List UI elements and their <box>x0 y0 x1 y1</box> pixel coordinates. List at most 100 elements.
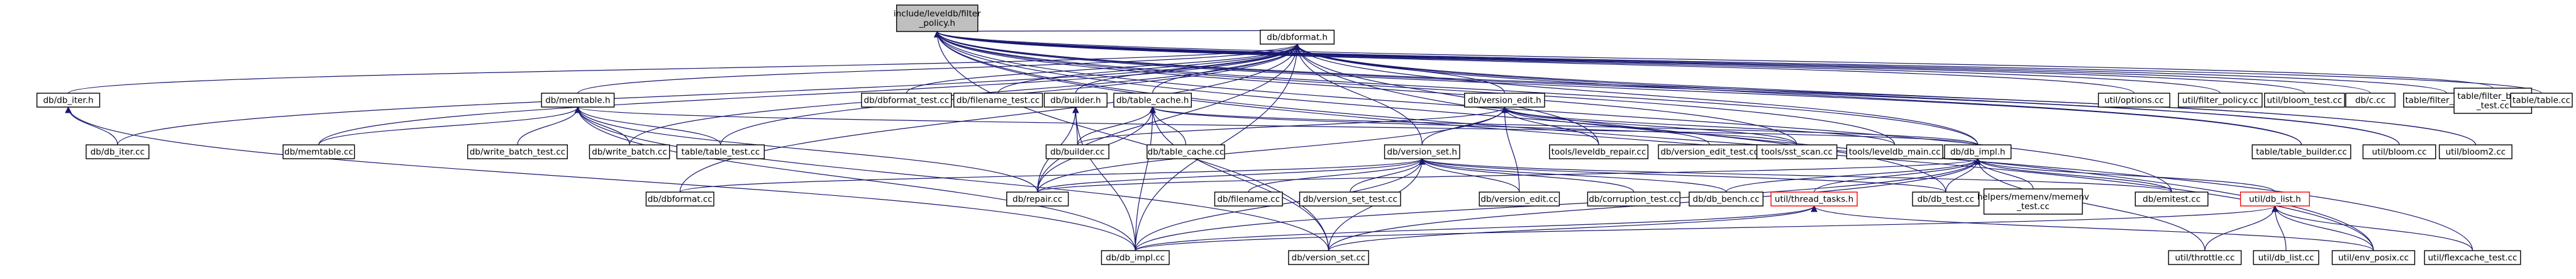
node-env-posix-cc[interactable]: util/env_posix.cc <box>2331 250 2416 265</box>
node-leveldb-repair-cc[interactable]: tools/leveldb_repair.cc <box>1549 144 1649 159</box>
node-filter-policy-cc[interactable]: util/filter_policy.cc <box>2178 93 2263 108</box>
node-label: tools/leveldb_main.cc <box>1849 147 1941 157</box>
edge-table_cache_h-to-version_set_cc <box>1149 106 1330 251</box>
node-flexcache-test-cc[interactable]: util/flexcache_test.cc <box>2424 250 2521 265</box>
node-dbformat-cc[interactable]: db/dbformat.cc <box>645 191 714 207</box>
node-memtable-h[interactable]: db/memtable.h <box>541 93 615 108</box>
node-db-bench-cc[interactable]: db/db_bench.cc <box>1689 191 1764 207</box>
node-label: db/write_batch_test.cc <box>470 147 565 157</box>
edge-root-to-dbformat_h <box>936 24 1298 32</box>
edge-version_edit_h-to-leveldb_main_cc <box>1501 106 1896 145</box>
edge-dbformat_h-to-repair_cc <box>1037 43 1301 193</box>
edge-table_cache_h-to-db_impl_cc <box>1135 106 1157 251</box>
node-memenv-test-cc[interactable]: helpers/memenv/memenv_test.cc <box>1977 188 2089 215</box>
edge-db_impl_h-to-throttle_cc <box>1974 157 2206 251</box>
edge-builder_h-to-db_impl_cc <box>1072 106 1136 251</box>
node-label: include/leveldb/filter <box>894 9 981 19</box>
edge-thread_tasks_h-to-db_impl_cc <box>1135 205 1818 251</box>
node-label: db/version_edit.h <box>1468 96 1541 106</box>
node-db-test-cc[interactable]: db/db_test.cc <box>1912 191 1980 207</box>
edge-dbformat_h-to-dbformat_cc <box>679 43 1301 193</box>
edge-db_iter_h-to-db_impl_cc <box>65 106 1136 251</box>
node-label: util/flexcache_test.cc <box>2428 253 2517 263</box>
node-db-iter-cc[interactable]: db/db_iter.cc <box>86 144 150 159</box>
node-table-builder-cc[interactable]: table/table_builder.cc <box>2251 144 2351 159</box>
node-repair-cc[interactable]: db/repair.cc <box>1006 191 1069 207</box>
edge-db_impl_h-to-db_bench_cc <box>1726 157 1982 193</box>
node-box <box>1260 30 1335 45</box>
node-label: util/thread_tasks.h <box>1775 195 1853 205</box>
node-db-impl-cc[interactable]: db/db_impl.cc <box>1101 250 1170 265</box>
node-sst-scan-cc[interactable]: tools/sst_scan.cc <box>1756 144 1838 159</box>
node-table-cache-h[interactable]: db/table_cache.h <box>1113 93 1192 108</box>
edge-version_set_h-to-repair_cc <box>1037 157 1426 193</box>
node-table-cache-cc[interactable]: db/table_cache.cc <box>1146 144 1225 159</box>
node-leveldb-main-cc[interactable]: tools/leveldb_main.cc <box>1846 144 1943 159</box>
node-c-cc[interactable]: db/c.cc <box>2345 93 2396 108</box>
node-label: util/filter_policy.cc <box>2182 96 2258 106</box>
edge-db_impl_h-to-repair_cc <box>1037 157 1981 193</box>
node-db-iter-h[interactable]: db/db_iter.h <box>36 93 101 108</box>
node-root[interactable]: include/leveldb/filter_policy.h <box>894 4 981 32</box>
node-label: util/bloom.cc <box>2372 147 2427 157</box>
node-version-edit-h[interactable]: db/version_edit.h <box>1464 93 1545 108</box>
node-label: db/dbformat.cc <box>648 195 713 205</box>
edge-dbformat_h-to-table_builder_cc <box>1294 43 2302 145</box>
node-table-test-cc[interactable]: table/table_test.cc <box>676 144 765 159</box>
node-box <box>1479 191 1560 207</box>
node-version-set-test-cc[interactable]: db/version_set_test.cc <box>1299 191 1401 207</box>
node-dbformat-test-cc[interactable]: db/dbformat_test.cc <box>861 93 952 108</box>
node-label: db/db_impl.h <box>1950 147 2006 157</box>
node-box <box>36 93 101 108</box>
edge-version_set_h-to-db_bench_cc <box>1419 157 1727 193</box>
node-label: db/filename.cc <box>1217 195 1280 205</box>
node-filename-cc[interactable]: db/filename.cc <box>1214 191 1283 207</box>
node-box <box>2264 93 2345 108</box>
node-label: db/emitest.cc <box>2143 195 2201 205</box>
node-builder-cc[interactable]: db/builder.cc <box>1045 144 1109 159</box>
edge-memtable_h-to-memtable_cc <box>318 106 582 145</box>
edge-dbformat_h-to-db_iter_cc <box>117 43 1301 145</box>
node-version-set-cc[interactable]: db/version_set.cc <box>1288 250 1369 265</box>
edge-root-to-table_builder_cc <box>934 30 2302 145</box>
node-bloom2-cc[interactable]: util/bloom2.cc <box>2438 144 2512 159</box>
node-bloom-cc[interactable]: util/bloom.cc <box>2362 144 2436 159</box>
node-label: helpers/memenv/memenv <box>1977 192 2089 202</box>
node-db-list-cc[interactable]: util/db_list.cc <box>2253 250 2319 265</box>
node-eleveldb-ccemitest-cc[interactable]: db/emitest.cc <box>2135 191 2209 207</box>
node-options-cc[interactable]: util/options.cc <box>2097 93 2170 108</box>
edge-root-to-filter_policy_cc <box>934 30 2221 94</box>
edge-version_edit_h-to-sst_scan_cc <box>1501 106 1797 145</box>
node-label: util/db_list.cc <box>2258 253 2314 263</box>
node-box <box>589 144 670 159</box>
node-corruption-test-cc[interactable]: db/corruption_test.cc <box>1587 191 1680 207</box>
node-thread-tasks-h[interactable]: util/thread_tasks.h <box>1770 191 1858 207</box>
node-bloom-test-cc[interactable]: util/bloom_test.cc <box>2264 93 2345 108</box>
node-box <box>282 144 355 159</box>
node-write-batch-test-cc[interactable]: db/write_batch_test.cc <box>467 144 568 159</box>
edge-root-to-sst_scan_cc <box>933 30 1797 145</box>
node-label: util/throttle.cc <box>2175 253 2235 263</box>
node-box <box>953 93 1043 108</box>
node-table-cc[interactable]: table/table.cc <box>2510 93 2573 108</box>
node-memtable-cc[interactable]: db/memtable.cc <box>282 144 355 159</box>
node-db-list-h[interactable]: util/db_list.h <box>2240 191 2310 207</box>
node-builder-h[interactable]: db/builder.h <box>1043 93 1108 108</box>
node-dbformat-h[interactable]: db/dbformat.h <box>1260 30 1335 45</box>
node-db-impl-h[interactable]: db/db_impl.h <box>1944 144 2012 159</box>
node-label: util/bloom_test.cc <box>2267 96 2343 106</box>
edge-version_edit_h-to-version_edit_test_cc <box>1501 106 1710 145</box>
node-version-set-h[interactable]: db/version_set.h <box>1384 144 1460 159</box>
node-filename-test-cc[interactable]: db/filename_test.cc <box>953 93 1043 108</box>
node-box <box>2424 250 2521 265</box>
node-box <box>2345 93 2396 108</box>
node-version-edit-test-cc[interactable]: db/version_edit_test.cc <box>1658 144 1762 159</box>
node-version-edit-cc[interactable]: db/version_edit.cc <box>1479 191 1560 207</box>
edge-root-to-db_test_cc <box>933 30 1946 193</box>
node-box <box>1770 191 1858 207</box>
edge-root-to-version_set_cc <box>933 30 1330 251</box>
node-throttle-cc[interactable]: util/throttle.cc <box>2168 250 2242 265</box>
node-label: db/version_set.cc <box>1292 253 1366 263</box>
node-write-batch-cc[interactable]: db/write_batch.cc <box>589 144 670 159</box>
edge-version_edit_h-to-version_set_h <box>1421 106 1508 145</box>
